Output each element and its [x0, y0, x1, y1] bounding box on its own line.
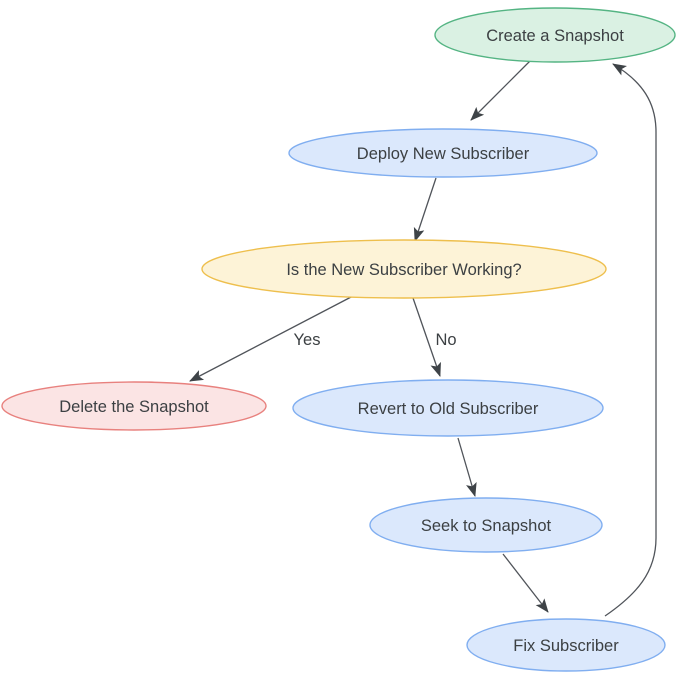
edge-fix-to-create: [604, 63, 657, 617]
node-delete-the-snapshot: Delete the Snapshot: [1, 381, 267, 431]
node-deploy-new-subscriber: Deploy New Subscriber: [288, 128, 598, 178]
edge-create-to-deploy: [470, 60, 531, 121]
edge-deploy-to-isworking: [413, 177, 437, 242]
node-is-new-subscriber-working: Is the New Subscriber Working?: [201, 239, 607, 299]
node-seek-to-snapshot-shape: [369, 497, 603, 553]
edge-labels-layer: Yes No: [294, 331, 457, 349]
node-revert-to-old-subscriber: Revert to Old Subscriber: [292, 379, 604, 437]
node-delete-the-snapshot-shape: [1, 381, 267, 431]
node-create-snapshot-shape: [434, 7, 676, 63]
node-seek-to-snapshot: Seek to Snapshot: [369, 497, 603, 553]
edges-layer: [189, 60, 657, 617]
node-is-new-subscriber-working-label: Is the New Subscriber Working?: [286, 261, 521, 279]
node-is-new-subscriber-working-shape: [201, 239, 607, 299]
node-create-snapshot-label: Create a Snapshot: [486, 27, 624, 45]
node-fix-subscriber-shape: [466, 618, 666, 672]
node-delete-the-snapshot-label: Delete the Snapshot: [59, 398, 209, 416]
edge-isworking-to-revert: [412, 297, 441, 377]
node-create-snapshot: Create a Snapshot: [434, 7, 676, 63]
edge-isworking-to-delete: [189, 295, 354, 382]
edge-label-yes: Yes: [294, 331, 321, 349]
node-revert-to-old-subscriber-label: Revert to Old Subscriber: [358, 400, 539, 418]
node-seek-to-snapshot-label: Seek to Snapshot: [421, 517, 552, 535]
node-deploy-new-subscriber-label: Deploy New Subscriber: [357, 145, 530, 163]
edge-seek-to-fix: [502, 553, 549, 613]
node-fix-subscriber: Fix Subscriber: [466, 618, 666, 672]
node-deploy-new-subscriber-shape: [288, 128, 598, 178]
edge-revert-to-seek: [457, 437, 477, 497]
node-revert-to-old-subscriber-shape: [292, 379, 604, 437]
edge-label-no: No: [435, 331, 456, 349]
node-fix-subscriber-label: Fix Subscriber: [513, 637, 619, 655]
